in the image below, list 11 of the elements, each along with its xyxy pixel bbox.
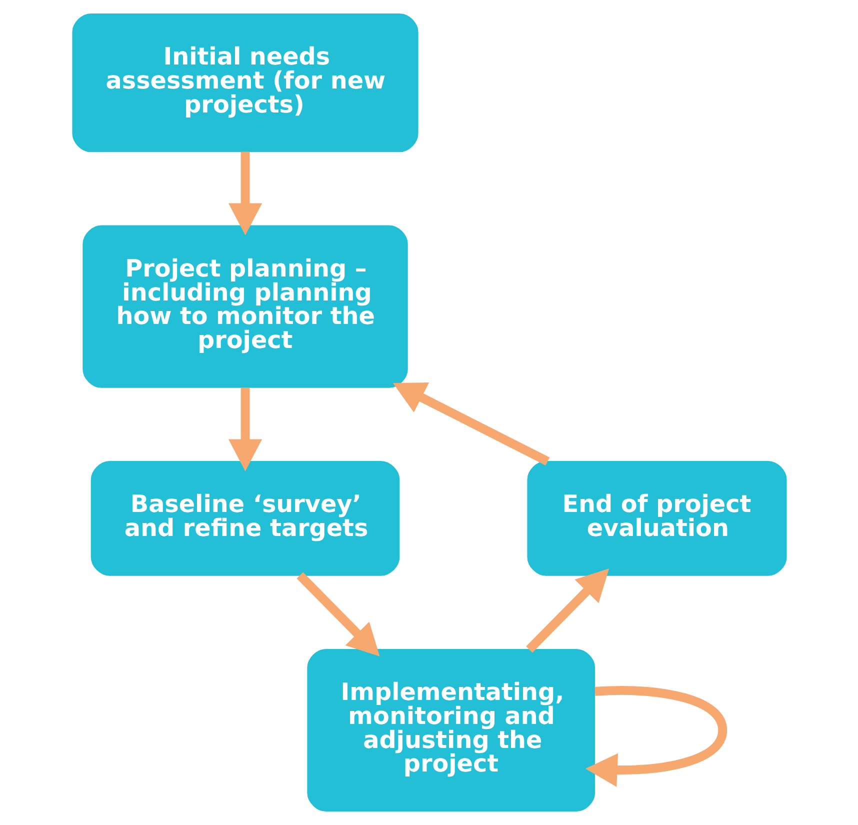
node-box: Project planning – including planning how to monitor the project — [82, 225, 408, 388]
arrow — [392, 382, 550, 466]
arrow — [584, 686, 727, 787]
arrow — [228, 388, 262, 472]
node-box: Initial needs assessment (for new projects) — [72, 13, 418, 152]
arrow — [296, 572, 380, 656]
node-box: Baseline ‘survey’ and refine targets — [90, 460, 400, 576]
arrow — [228, 152, 262, 236]
node-box: Implementating, monitoring and adjusting the project — [306, 648, 595, 812]
node-box: End of project evaluation — [526, 460, 786, 576]
arrow — [526, 568, 609, 653]
